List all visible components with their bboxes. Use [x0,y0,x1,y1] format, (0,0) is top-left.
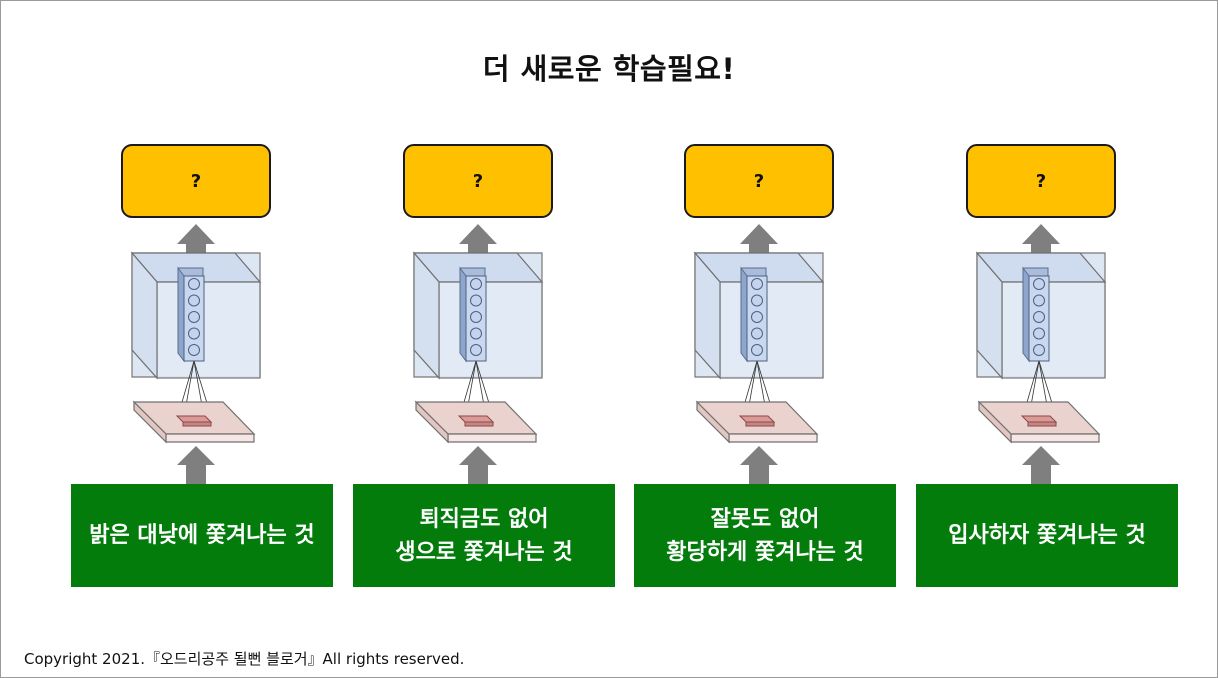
cube-front-face [156,281,261,379]
input-box: 입사하자 쫓겨나는 것 [916,484,1178,587]
output-box: ? [121,144,271,218]
input-box-line: 밝은 대낮에 쫓겨나는 것 [89,523,315,548]
diagram-column: ? 밝은 대낮에 쫓겨나는 것 [71,144,333,588]
input-layer-side [978,400,1012,444]
cube-front-face [438,281,543,379]
input-box-line: 입사하자 쫓겨나는 것 [948,523,1146,548]
output-box: ? [684,144,834,218]
input-layer-side [696,400,730,444]
cube-left-face [413,251,440,380]
cube-front-face [1001,281,1106,379]
receptive-patch [738,415,776,423]
receptive-patch [175,415,213,423]
input-layer-edge [728,433,818,443]
cube-left-face [694,251,721,380]
neuron-node [470,294,482,307]
neuron-node [188,278,200,290]
input-box-line: 생으로 쫓겨나는 것 [395,539,573,565]
neuron-node [751,327,763,340]
neuron-node [470,327,482,340]
neuron-node [751,344,763,356]
network-diagram [975,224,1107,484]
network-diagram [412,224,544,484]
neuron-node [188,294,200,307]
neuron-node [188,327,200,340]
up-arrow-icon [459,446,497,484]
input-box: 밝은 대낮에 쫓겨나는 것 [71,484,333,587]
neuron-column-depth [177,266,185,363]
up-arrow-icon [740,446,778,484]
neuron-node [470,278,482,290]
neuron-node [188,311,200,323]
network-diagram [693,224,825,484]
up-arrow-icon [177,446,215,484]
neuron-column-depth [459,266,467,363]
receptive-patch [1020,415,1058,423]
diagram-column: ? 입사하자 쫓겨나는 것 [916,144,1178,588]
neuron-node [188,344,200,356]
input-layer-edge [1010,433,1100,443]
receptive-patch-edge [182,421,212,427]
input-box-line: 퇴직금도 없어 [419,506,549,532]
neuron-node [1033,278,1045,290]
neuron-node [1033,294,1045,307]
input-layer-edge [165,433,255,443]
up-arrow-icon [1022,446,1060,484]
neuron-node [470,344,482,356]
input-box-line: 황당하게 쫓겨나는 것 [666,539,864,565]
copyright-notice: Copyright 2021.『오드리공주 될뻔 블로거』All rights … [24,650,465,668]
neuron-node [751,311,763,323]
output-box: ? [403,144,553,218]
neuron-node [751,278,763,290]
input-layer-side [133,400,167,444]
input-layer-side [415,400,449,444]
network-diagram [130,224,262,484]
cube-left-face [976,251,1003,380]
neuron-node [1033,327,1045,340]
neuron-column-depth [1022,266,1030,363]
output-box: ? [966,144,1116,218]
slide-title: 더 새로운 학습필요! [482,52,736,86]
input-box-line: 잘못도 없어 [710,506,820,532]
receptive-patch [457,415,495,423]
receptive-patch-edge [464,421,494,427]
receptive-patch-edge [745,421,775,427]
receptive-patch-edge [1027,421,1057,427]
neuron-node [1033,344,1045,356]
neuron-column-depth [740,266,748,363]
cube-left-face [131,251,158,380]
neuron-node [1033,311,1045,323]
neuron-node [470,311,482,323]
input-layer-edge [447,433,537,443]
cube-front-face [719,281,824,379]
neuron-node [751,294,763,307]
